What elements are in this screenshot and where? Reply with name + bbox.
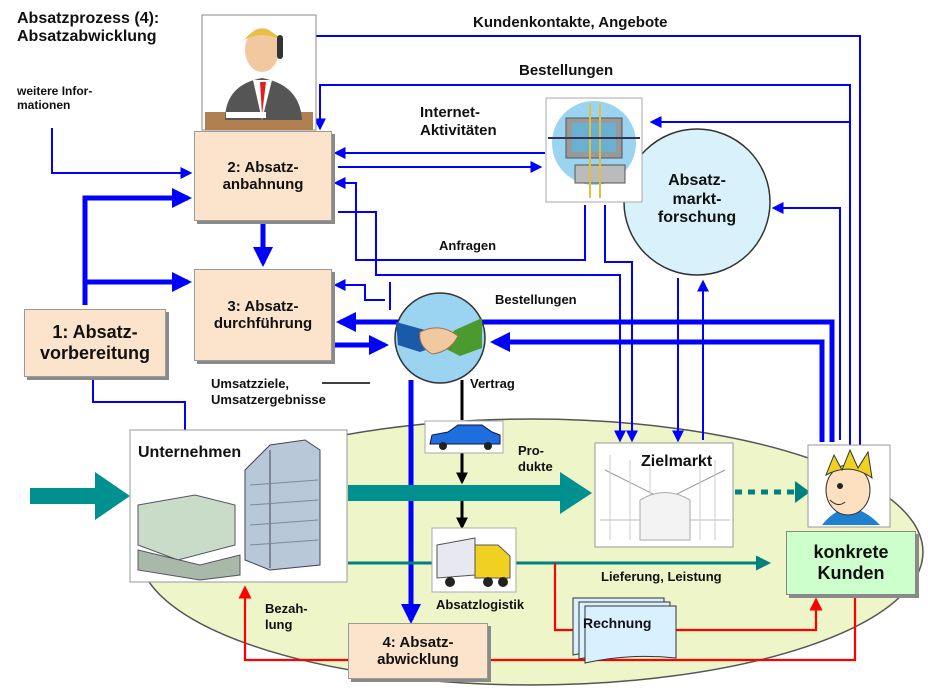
handshake-icon [394, 292, 486, 384]
label-lieferung: Lieferung, Leistung [601, 569, 722, 584]
node-absatzanbahnung: 2: Absatz- anbahnung [194, 131, 332, 221]
label-bestellungen-mid: Bestellungen [495, 292, 577, 307]
label-produkte: Pro- dukte [518, 443, 553, 474]
computer-network-icon [545, 97, 643, 203]
label-umsatz: Umsatzziele, Umsatzergebnisse [211, 376, 326, 407]
teal-arrows [30, 472, 810, 571]
node-absatzdurchfuehrung: 3: Absatz- durchführung [194, 269, 332, 361]
salesman-phone-icon [201, 14, 317, 131]
rechnung-documents [572, 597, 677, 664]
market-hall-icon [594, 442, 734, 548]
page-title: Absatzprozess (4): Absatzabwicklung [17, 10, 160, 46]
label-absatzlogistik: Absatzlogistik [436, 597, 525, 612]
node-marktforschung: Absatz- markt- forschung [657, 172, 737, 227]
node-unternehmen: Unternehmen [138, 444, 242, 461]
customer-face-icon [807, 444, 891, 528]
node-absatzabwicklung: 4: Absatz- abwicklung [348, 623, 488, 679]
company-buildings-icon [129, 429, 348, 583]
node-absatzvorbereitung: 1: Absatz- vorbereitung [24, 309, 166, 377]
label-kundenkontakte: Kundenkontakte, Angebote [473, 14, 668, 31]
red-arrows [238, 563, 857, 662]
label-weitere-informationen: weitere Infor- mationen [17, 84, 93, 113]
truck-icon [431, 527, 517, 593]
node-konkrete-kunden: konkrete Kunden [786, 531, 916, 595]
label-internet-aktivitaeten: Internet- Aktivitäten [420, 104, 497, 139]
label-bestellungen-top: Bestellungen [519, 62, 614, 79]
thin-blue-arrows [51, 35, 861, 445]
label-anfragen: Anfragen [439, 238, 497, 253]
label-bezahlung: Bezah- lung [265, 601, 308, 632]
node-zielmarkt: Zielmarkt [641, 453, 713, 470]
car-icon [424, 420, 504, 454]
thick-blue-arrows [82, 188, 835, 624]
node-rechnung: Rechnung [583, 615, 652, 631]
label-vertrag: Vertrag [470, 376, 515, 391]
